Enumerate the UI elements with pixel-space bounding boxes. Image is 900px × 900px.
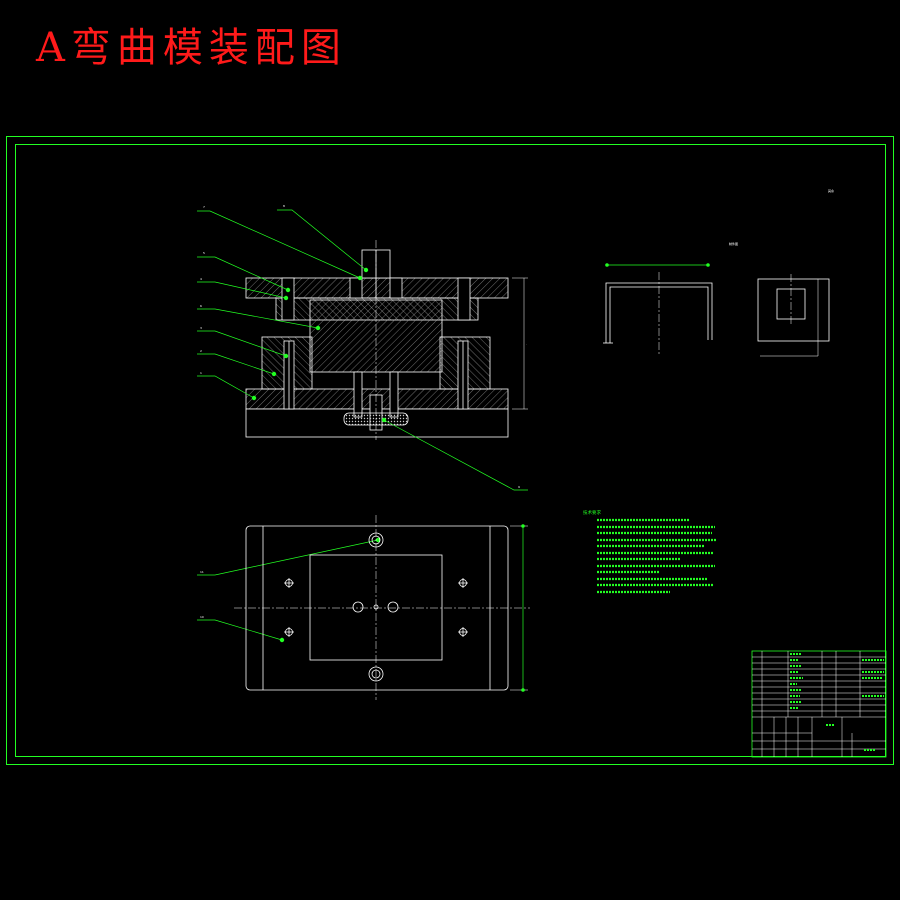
leader-label-10: 10 [200, 615, 204, 619]
tech-requirements-title: 技术要求 [583, 509, 601, 516]
part-view-label: 制件图 [729, 241, 738, 246]
roughness-note: 其余 [828, 188, 834, 193]
outer-frame [6, 136, 894, 765]
leader-label-8: 8 [283, 204, 285, 208]
plan-view [234, 515, 530, 700]
part-side-view [757, 278, 830, 342]
leader-label-1: 1 [200, 371, 202, 375]
tech-requirements: 技术要求 [583, 509, 716, 594]
leader-label-5: 5 [203, 251, 205, 255]
page-title: A弯曲模装配图 [36, 25, 347, 71]
leader-label-2: 2 [200, 349, 202, 353]
part-drawing [603, 264, 830, 357]
leader-label-4: 4 [200, 277, 202, 281]
tech-requirements-lines [597, 518, 716, 594]
title-block-text-marks [790, 653, 884, 751]
inner-frame [15, 144, 886, 757]
title-block-frame [751, 650, 887, 758]
svg-text:·: · [526, 342, 527, 346]
leader-label-3: 3 [200, 326, 202, 330]
title-block [751, 650, 887, 758]
front-section-view: · [245, 240, 528, 440]
leader-label-9: 9 [518, 485, 520, 489]
leader-dots [251, 267, 387, 643]
leader-label-6: 6 [200, 304, 202, 308]
leader-label-11: 11 [200, 570, 204, 574]
leader-lines [197, 209, 528, 641]
leader-label-7: 7 [203, 205, 205, 209]
leader-numbers: 7 8 5 4 6 3 2 1 9 11 10 [200, 204, 520, 619]
